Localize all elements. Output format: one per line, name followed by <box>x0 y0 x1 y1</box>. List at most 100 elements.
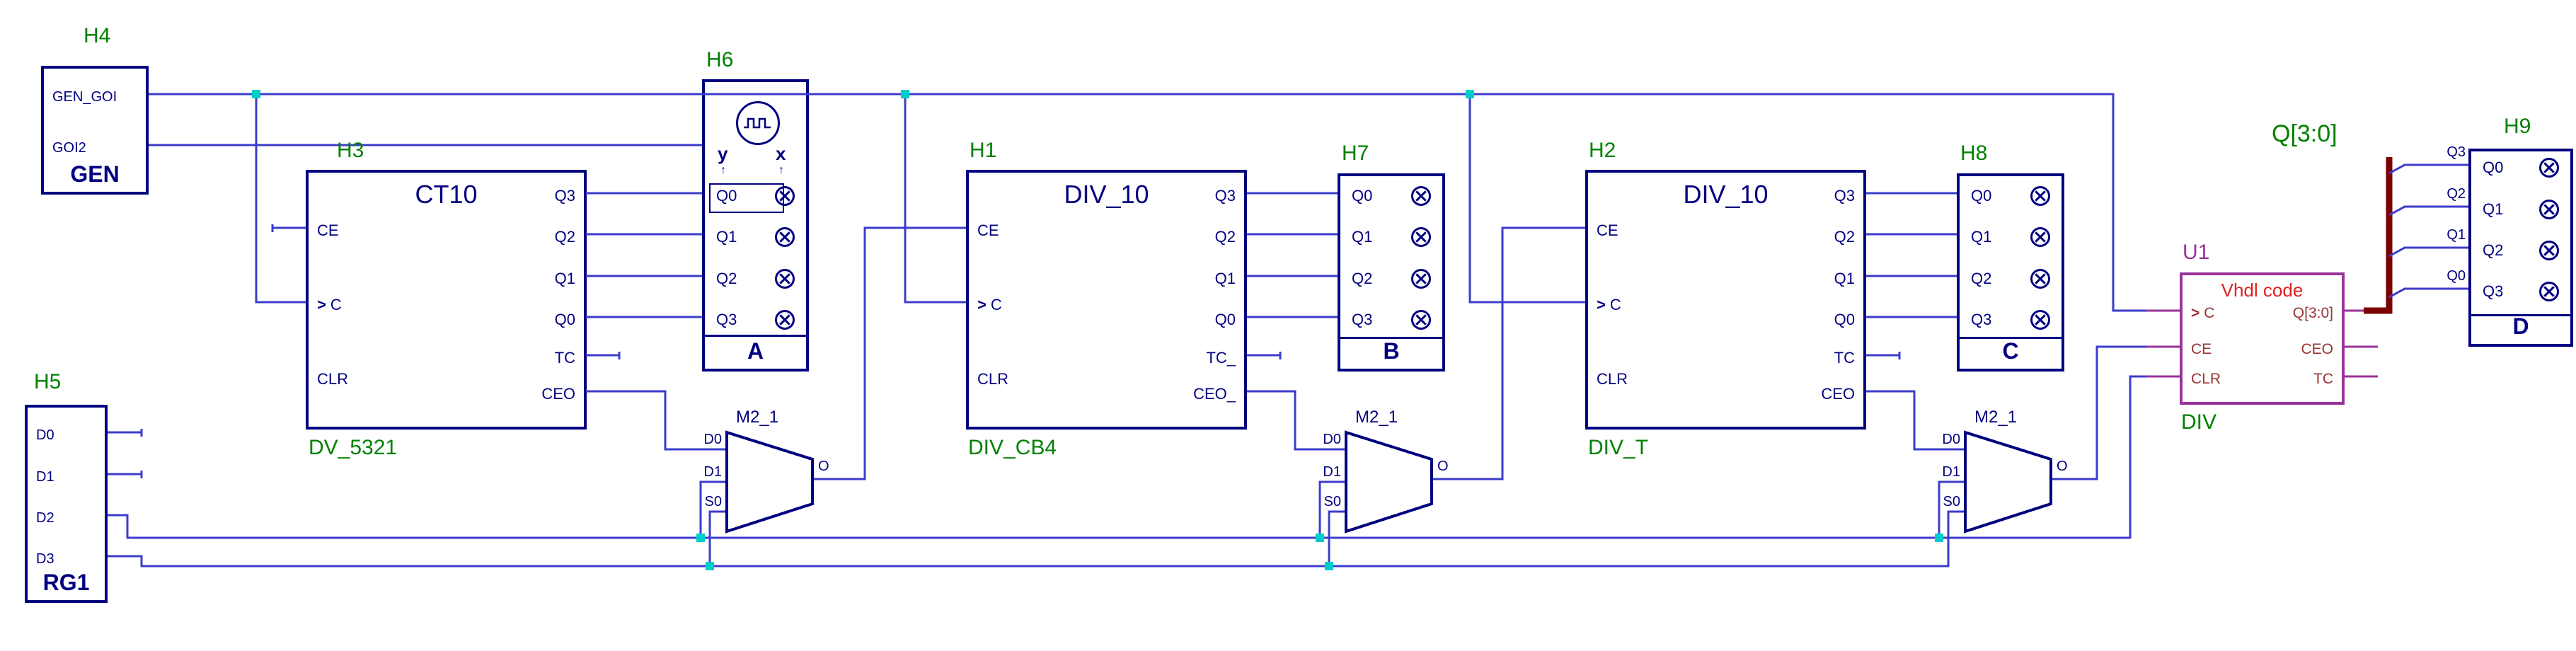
row-label: Q3 <box>1352 311 1373 328</box>
component-probe-d[interactable]: Q0 Q1 Q2 Q3 D <box>2468 149 2573 347</box>
lamp-icon <box>1411 310 1431 330</box>
pin-ceo: CEO <box>2301 341 2333 357</box>
input-arrow-icon: ↑ <box>778 164 784 176</box>
mux2-pin-d0: D0 <box>1323 432 1341 447</box>
junction-dot <box>696 534 705 542</box>
wire-rg1-d1-stub[interactable] <box>108 471 143 478</box>
lamp-icon <box>775 310 795 330</box>
row-label: Q2 <box>2483 241 2504 259</box>
pin-q0: Q0 <box>1834 311 1855 328</box>
wire-d3-tap-mux2[interactable] <box>1328 510 1346 566</box>
bus-bit-label-q1: Q1 <box>2446 227 2466 243</box>
clock-chevron-icon: > <box>317 296 326 313</box>
pin-c: >C <box>1597 296 1621 314</box>
ref-label-h7[interactable]: H7 <box>1342 142 1369 165</box>
mux2-body[interactable] <box>1345 430 1433 534</box>
ref-label-h5[interactable]: H5 <box>34 370 62 393</box>
instance-label-div-cb4[interactable]: DIV_CB4 <box>968 436 1057 459</box>
wire-h1-tc-stub[interactable] <box>1247 352 1282 359</box>
row-label: Q1 <box>1971 228 1992 246</box>
pin-tc: TC <box>554 349 575 367</box>
ref-label-h2[interactable]: H2 <box>1589 139 1616 162</box>
wire-h3-tc-stub[interactable] <box>586 352 621 359</box>
lamp-icon <box>2030 310 2050 330</box>
row-label: Q0 <box>2483 159 2504 176</box>
lamp-icon <box>2539 200 2559 219</box>
lamp-icon <box>2539 282 2559 301</box>
mux2-label[interactable]: M2_1 <box>1355 408 1398 427</box>
instance-label-div-t[interactable]: DIV_T <box>1588 436 1649 459</box>
ref-label-h1[interactable]: H1 <box>970 139 997 162</box>
lamp-row: Q0 <box>2471 154 2570 182</box>
pin-ceo: CEO <box>541 385 575 403</box>
lamp-icon <box>2030 227 2050 247</box>
wire-clock-to-h1[interactable] <box>904 94 966 304</box>
component-probe-b[interactable]: Q0 Q1 Q2 Q3 B <box>1338 173 1445 371</box>
pin-goi2: GOI2 <box>52 140 86 156</box>
row-label: Q2 <box>1971 270 1992 287</box>
divider <box>2471 314 2570 316</box>
pin-ceo: CEO_ <box>1193 385 1236 403</box>
row-label: Q2 <box>716 270 737 287</box>
pin-c: >C <box>2191 304 2214 323</box>
component-rg1[interactable]: D0 D1 D2 D3 RG1 <box>25 405 108 603</box>
component-probe-a[interactable]: y x ↑ ↑ Q0 Q1 Q2 Q3 A <box>702 79 809 371</box>
component-div-t[interactable]: DIV_10 CE >C CLR Q3 Q2 Q1 Q0 TC CEO <box>1585 170 1866 430</box>
junction-dot <box>706 562 714 570</box>
lamp-row: Q3 <box>705 306 806 334</box>
lamp-icon <box>775 269 795 289</box>
component-u1-vhdl[interactable]: Vhdl code >C CE CLR Q[3:0] CEO TC <box>2180 272 2345 405</box>
wire-mux1-out[interactable] <box>812 226 966 480</box>
input-arrow-icon: ↑ <box>720 164 726 176</box>
instance-label-dv5321[interactable]: DV_5321 <box>309 436 398 459</box>
instance-label-div[interactable]: DIV <box>2181 410 2217 434</box>
mux3-pin-o: O <box>2057 459 2068 474</box>
wire-rg1-d0-stub[interactable] <box>108 429 143 437</box>
mux1-label[interactable]: M2_1 <box>736 408 779 427</box>
wire-h3-ce-stub[interactable] <box>271 224 306 232</box>
component-name-b: B <box>1383 338 1400 364</box>
row-label: Q3 <box>716 311 737 328</box>
ref-label-u1[interactable]: U1 <box>2183 241 2210 264</box>
lamp-row: Q2 <box>705 265 806 293</box>
bus-label-q30[interactable]: Q[3:0] <box>2272 120 2338 147</box>
ref-label-h6[interactable]: H6 <box>706 48 734 71</box>
wire-clock-to-h3[interactable] <box>255 94 306 304</box>
wire-rg1-d3-rail[interactable] <box>108 510 1965 568</box>
row-label: Q1 <box>2483 200 2504 218</box>
component-gen[interactable]: GEN_GOI GOI2 GEN <box>41 66 149 195</box>
lamp-icon <box>2539 241 2559 260</box>
clock-chevron-icon: > <box>2191 305 2200 321</box>
mux2-pin-o: O <box>1437 459 1449 474</box>
divider <box>1960 337 2062 339</box>
mux2-pin-s0: S0 <box>1323 494 1341 509</box>
lamp-icon <box>775 227 795 247</box>
wire-d3-tap-mux1[interactable] <box>708 510 727 566</box>
ref-label-h8[interactable]: H8 <box>1960 142 1988 165</box>
wire-h2-tc-stub[interactable] <box>1866 352 1901 359</box>
component-dv-5321[interactable]: CT10 CE >C CLR Q3 Q2 Q1 Q0 TC CEO <box>306 170 587 430</box>
wire-h3-q-bus[interactable] <box>586 192 702 318</box>
pin-gen-goi: GEN_GOI <box>52 89 117 105</box>
bus-q3-0[interactable] <box>2364 157 2393 314</box>
ref-label-h9[interactable]: H9 <box>2504 115 2531 138</box>
wire-mux2-out[interactable] <box>1432 226 1585 480</box>
component-div-cb4[interactable]: DIV_10 CE >C CLR Q3 Q2 Q1 Q0 TC_ CEO_ <box>966 170 1247 430</box>
bus-bit-label-q3: Q3 <box>2446 144 2466 160</box>
component-probe-c[interactable]: Q0 Q1 Q2 Q3 C <box>1957 173 2064 371</box>
ref-label-h4[interactable]: H4 <box>84 24 111 47</box>
wire-clock-to-h2[interactable] <box>1468 94 1585 304</box>
mux1-pin-d1: D1 <box>703 464 722 480</box>
pin-q-bus: Q[3:0] <box>2292 305 2333 321</box>
pin-q3: Q3 <box>554 187 575 204</box>
lamp-icon <box>775 186 795 206</box>
wire-h2-q-bus[interactable] <box>1866 192 1957 318</box>
mux3-label[interactable]: M2_1 <box>1974 408 2018 427</box>
ref-label-h3[interactable]: H3 <box>337 139 364 162</box>
lamp-row: Q1 <box>1340 223 1442 251</box>
mux1-body[interactable] <box>725 430 814 534</box>
mux3-body[interactable] <box>1964 430 2052 534</box>
wire-h1-q-bus[interactable] <box>1247 192 1338 318</box>
row-label: Q0 <box>1352 187 1373 204</box>
